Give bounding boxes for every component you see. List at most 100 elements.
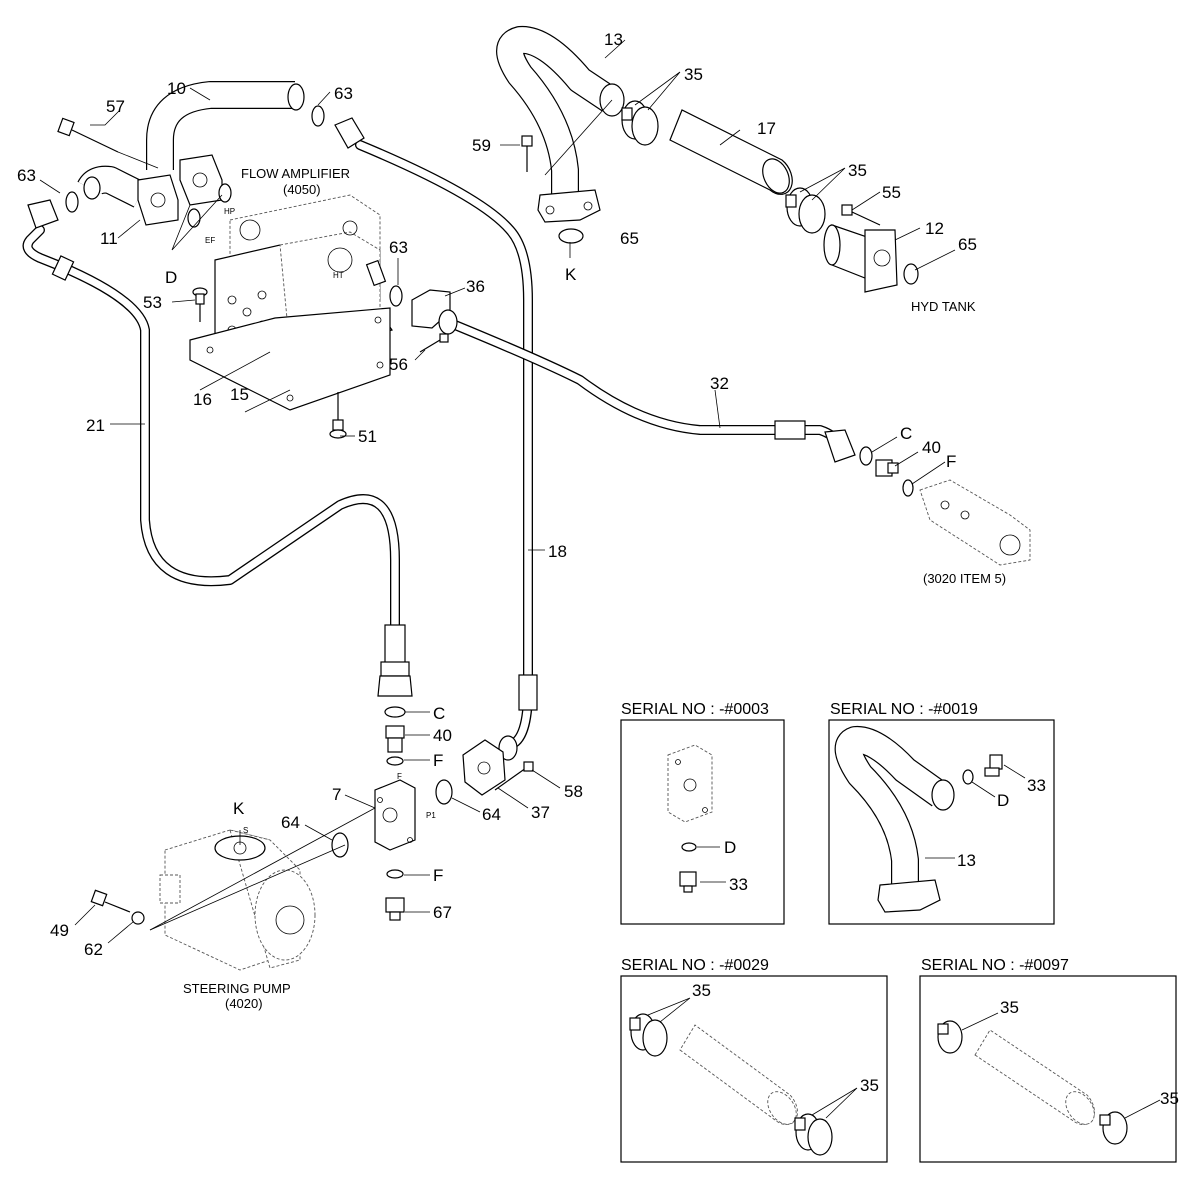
clamp-35-a (621, 100, 659, 146)
inset-2-label-33: 33 (1027, 776, 1046, 795)
label-63-c: 63 (389, 238, 408, 257)
flange-36 (411, 289, 458, 335)
label-51: 51 (358, 427, 377, 446)
label-40-right: 40 (922, 438, 941, 457)
inset-3-label-35-b: 35 (860, 1076, 879, 1095)
oring-64-b (435, 779, 453, 805)
label-36: 36 (466, 277, 485, 296)
oring-f-right (902, 479, 914, 497)
label-d: D (165, 268, 177, 287)
inset-serial-0003: SERIAL NO : -#0003 D 33 (620, 701, 785, 925)
label-12: 12 (925, 219, 944, 238)
label-16: 16 (193, 390, 212, 409)
label-64-a: 64 (281, 813, 300, 832)
leader-lines (39, 39, 956, 944)
label-55: 55 (882, 183, 901, 202)
label-18: 18 (548, 542, 567, 561)
label-37: 37 (531, 803, 550, 822)
label-67: 67 (433, 903, 452, 922)
label-65-b: 65 (958, 235, 977, 254)
inset-1-title: SERIAL NO : -#0003 (621, 701, 769, 718)
label-32: 32 (710, 374, 729, 393)
bolt-51 (329, 392, 347, 439)
oring-63-c (389, 285, 403, 307)
pipe-10 (146, 81, 305, 170)
part-labels: 10 57 63 63 11 D 53 16 15 51 21 63 36 56… (17, 30, 977, 959)
label-56: 56 (389, 355, 408, 374)
oring-f-upper (386, 756, 404, 766)
bolt-59 (521, 135, 533, 172)
inset-2-title: SERIAL NO : -#0019 (830, 701, 978, 718)
bolt-58 (494, 761, 534, 791)
inset-2-label-d: D (997, 791, 1009, 810)
oring-65-a (558, 228, 584, 244)
label-58: 58 (564, 782, 583, 801)
label-57: 57 (106, 97, 125, 116)
oring-c-lower (384, 706, 406, 718)
label-11: 11 (100, 229, 118, 248)
tank-fitting-12 (823, 224, 898, 293)
inset-serial-0097: SERIAL NO : -#0097 35 35 (919, 957, 1179, 1163)
fitting-40-lower (385, 725, 405, 753)
caption-hyd-tank: HYD TANK (911, 299, 976, 314)
bolt-49 (90, 889, 131, 913)
inset-3-label-35-a: 35 (692, 981, 711, 1000)
bolt-56 (419, 333, 449, 353)
caption-flow-amplifier-code: (4050) (283, 182, 321, 197)
label-64-b: 64 (482, 805, 501, 824)
caption-3020-item5: (3020 ITEM 5) (923, 571, 1006, 586)
label-62: 62 (84, 940, 103, 959)
label-c-lower: C (433, 704, 445, 723)
base-plate-15 (189, 307, 391, 411)
steering-pump (159, 829, 316, 971)
inset-serial-0019: SERIAL NO : -#0019 D 33 13 (828, 701, 1055, 925)
plug-67 (385, 897, 405, 921)
oring-65-b (903, 263, 919, 285)
inset-4-label-35-a: 35 (1000, 998, 1019, 1017)
hose-32 (450, 320, 856, 463)
captions: FLOW AMPLIFIER (4050) HYD TANK (3020 ITE… (183, 166, 1006, 1011)
oring-c-right (859, 446, 873, 466)
port-marks: HP EF HT F P1 S (205, 207, 436, 835)
flange-11 (137, 174, 179, 226)
oring-d-b (187, 208, 201, 228)
inset-1-label-d: D (724, 838, 736, 857)
label-7: 7 (332, 785, 341, 804)
port-f: F (397, 772, 402, 781)
label-10: 10 (167, 79, 186, 98)
block-7 (374, 779, 416, 851)
label-21: 21 (86, 416, 105, 435)
inset-serial-0029: SERIAL NO : -#0029 35 35 (620, 957, 888, 1163)
label-63-b: 63 (17, 166, 36, 185)
label-c-right: C (900, 424, 912, 443)
pipe-11 (77, 165, 147, 208)
port-ht: HT (333, 271, 344, 280)
pipe-13 (496, 25, 625, 223)
fitting-40-right (875, 459, 899, 477)
label-49: 49 (50, 921, 69, 940)
inset-1-label-33: 33 (729, 875, 748, 894)
inset-3-title: SERIAL NO : -#0029 (621, 957, 769, 974)
inset-2-label-13: 13 (957, 851, 976, 870)
caption-flow-amplifier: FLOW AMPLIFIER (241, 166, 350, 181)
valve-block-3020 (919, 479, 1031, 566)
caption-steering-pump: STEERING PUMP (183, 981, 291, 996)
hose-17 (669, 109, 793, 195)
label-13: 13 (604, 30, 623, 49)
label-35-b: 35 (848, 161, 867, 180)
port-ef: EF (205, 236, 215, 245)
label-f-upper: F (433, 751, 443, 770)
oring-d-a (218, 183, 232, 203)
oring-63-a (311, 105, 325, 127)
label-53: 53 (143, 293, 162, 312)
label-59: 59 (472, 136, 491, 155)
hose-18 (334, 117, 538, 761)
label-35-a: 35 (684, 65, 703, 84)
label-40-lower: 40 (433, 726, 452, 745)
bolt-53 (192, 287, 208, 322)
label-65-a: 65 (620, 229, 639, 248)
clamp-35-b (785, 187, 826, 234)
port-p1: P1 (426, 811, 436, 820)
hose-21 (22, 199, 413, 697)
